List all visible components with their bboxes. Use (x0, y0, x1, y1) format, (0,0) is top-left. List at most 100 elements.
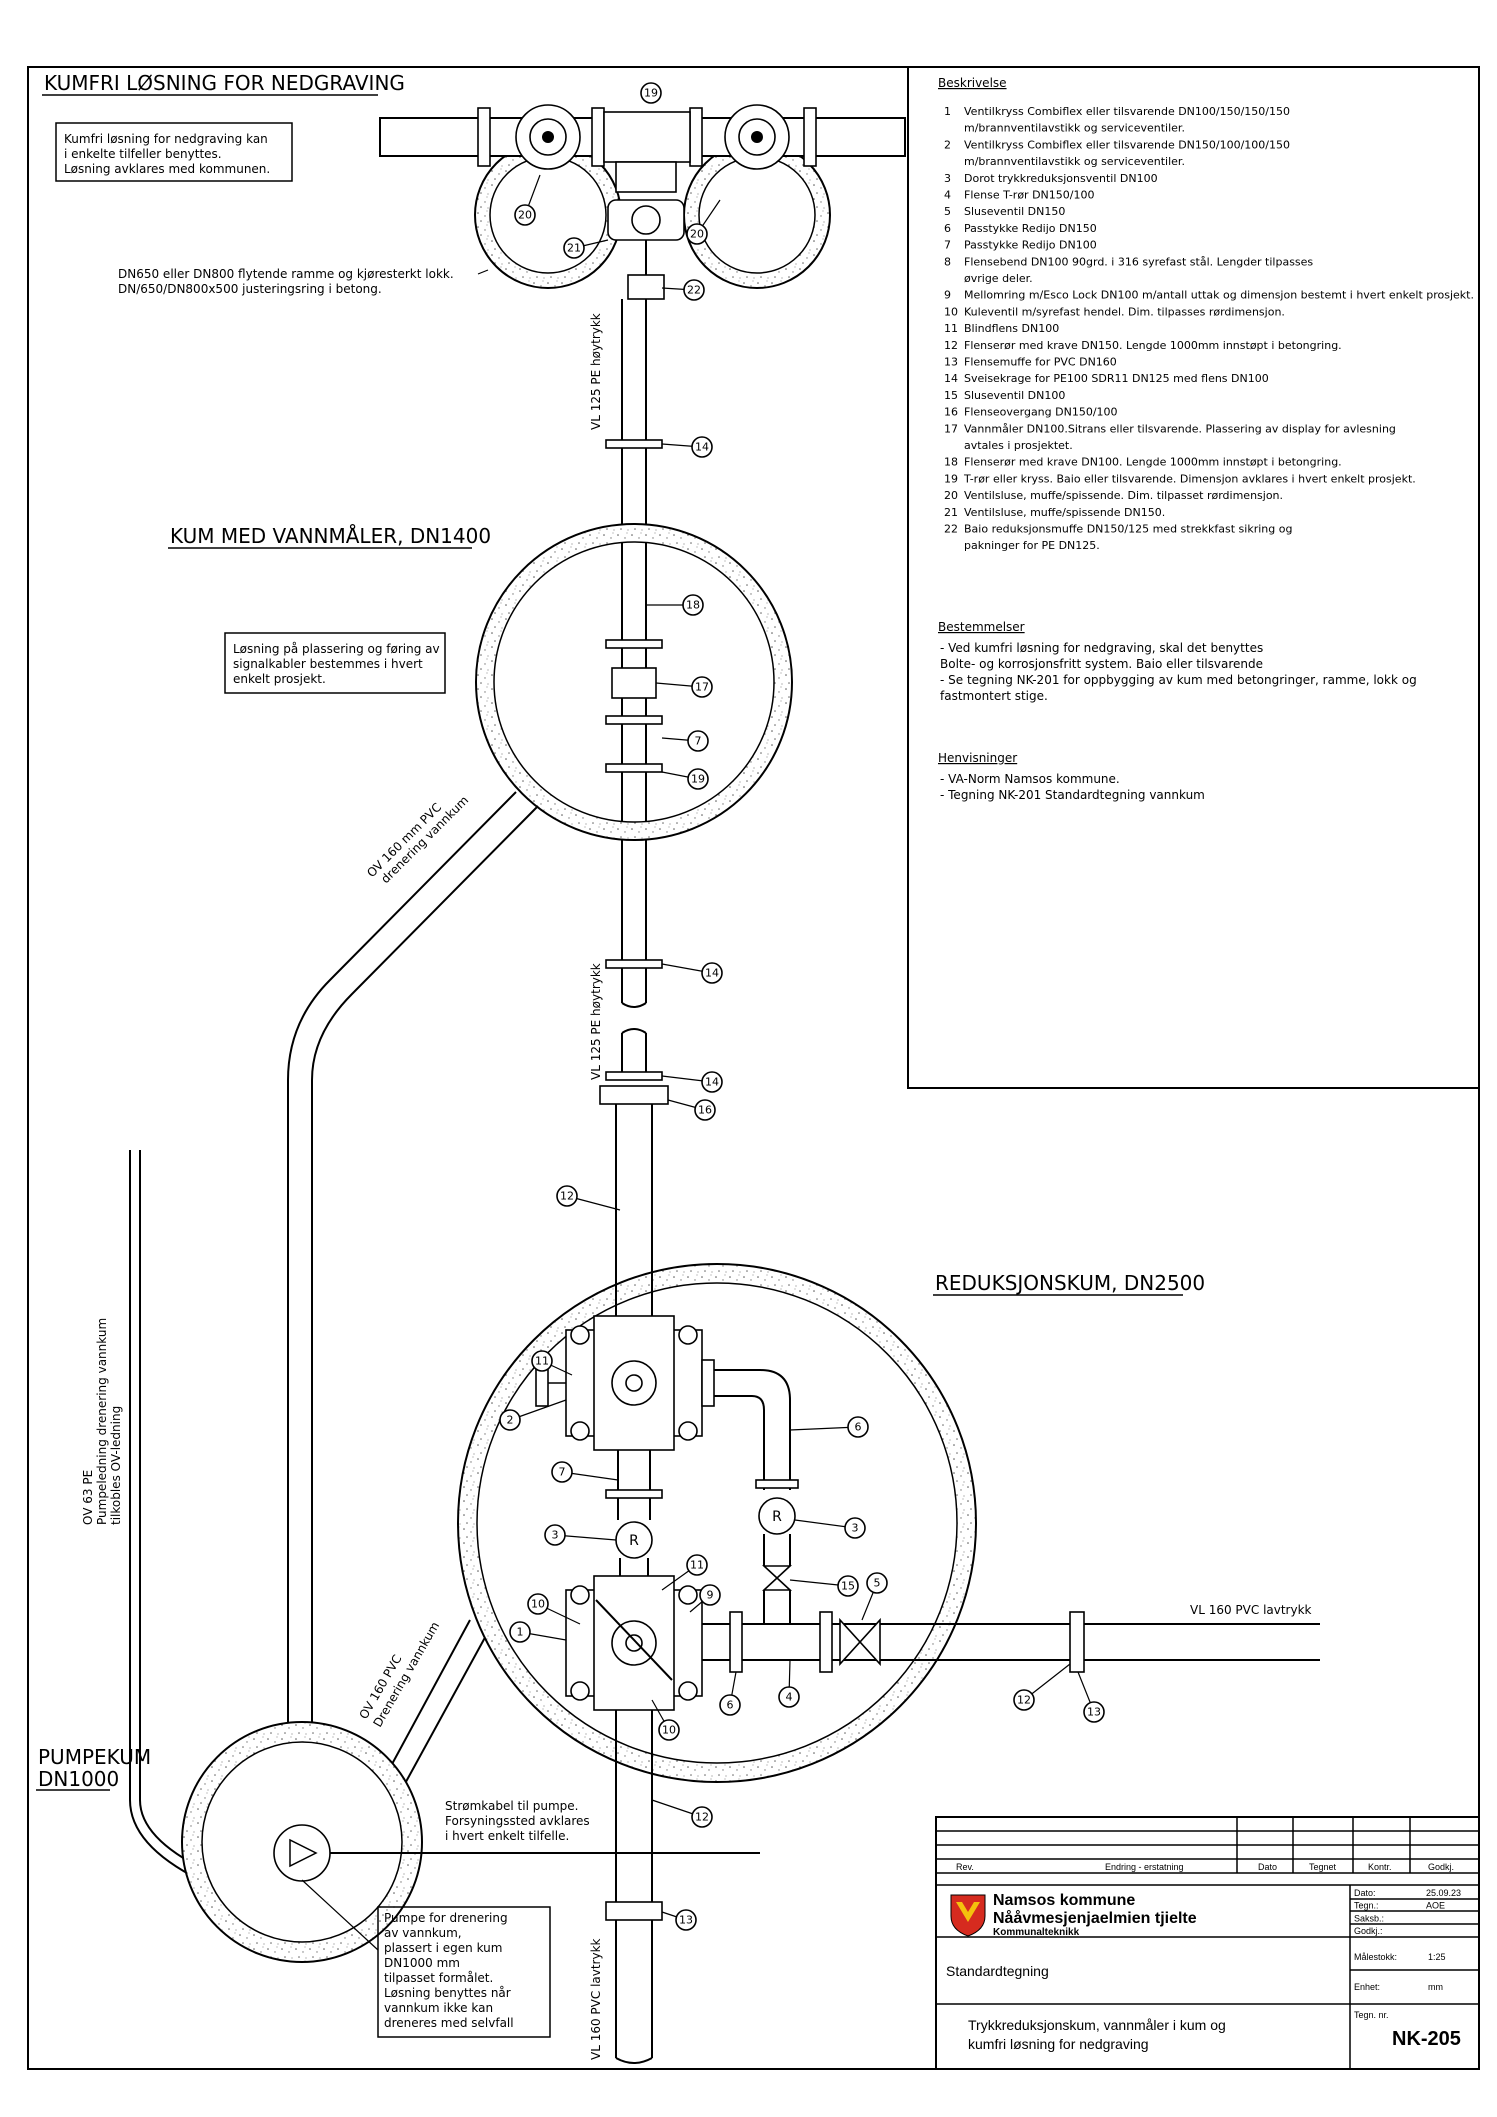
callout-bubble (1083, 1701, 1105, 1723)
henvisninger-list: - VA-Norm Namsos kommune.- Tegning NK-20… (940, 772, 1205, 802)
callout-number: 20 (518, 209, 532, 222)
callout-bubble (719, 1694, 741, 1716)
beskrivelse-item-no: 14 (944, 372, 958, 385)
pressure-valve-3-right (758, 1497, 796, 1535)
drawing-no: NK-205 (1392, 2028, 1461, 2050)
beskrivelse-item-text: Sveisekrage for PE100 SDR11 DN125 med fl… (964, 372, 1269, 385)
callout-number: 19 (691, 773, 705, 786)
water-meter-17 (611, 667, 657, 699)
beskrivelse-item-text: m/brannventilavstikk og serviceventiler. (964, 155, 1185, 168)
beskrivelse-item-no: 8 (944, 255, 951, 268)
callout-number: 7 (559, 1466, 566, 1479)
henvisninger-line: - VA-Norm Namsos kommune. (940, 772, 1120, 786)
beskrivelse-item-no: 1 (944, 105, 951, 118)
beskrivelse-item-text: Flenserør med krave DN150. Lengde 1000mm… (964, 339, 1342, 352)
pumpe-note-line: Løsning benyttes når (384, 1986, 511, 2000)
callout-number: 6 (855, 1421, 862, 1434)
kumfri-note-line-3: Løsning avklares med kommunen. (64, 162, 270, 176)
kum-vannmaler: KUM MED VANNMÅLER, DN1400 Løsning på pla… (168, 523, 793, 841)
stromkabel-line-1: Strømkabel til pumpe. (445, 1799, 578, 1813)
callout-bubble (640, 82, 662, 104)
valve-20-left-body (477, 107, 491, 167)
beskrivelse-item-no: 21 (944, 506, 958, 519)
tb-field-label: Tegn.: (1354, 1901, 1379, 1911)
callout-number: 15 (841, 1580, 855, 1593)
callout-bubble (691, 436, 713, 458)
beskrivelse-item-text: Passtykke Redijo DN150 (964, 222, 1097, 235)
kumfri-note-line-1: Kumfri løsning for nedgraving kan (64, 132, 268, 146)
rev-header-tegnet: Tegnet (1309, 1862, 1337, 1872)
beskrivelse-item-no: 4 (944, 189, 951, 202)
callout-bubble (658, 1719, 680, 1741)
org-dept: Kommunalteknikk (993, 1927, 1080, 1938)
beskrivelse-item-no: 15 (944, 389, 958, 402)
svg-text:R: R (772, 1509, 782, 1525)
beskrivelse-item-text: Blindflens DN100 (964, 322, 1059, 335)
callout-number: 22 (687, 284, 701, 297)
namsos-logo (950, 1894, 986, 1937)
callout-bubble (551, 1461, 573, 1483)
callout-bubble (691, 676, 713, 698)
reduksjonskum: REDUKSJONSKUM, DN2500 R R (457, 1263, 1320, 1783)
callout-bubble (509, 1621, 531, 1643)
beskrivelse-item-no: 17 (944, 422, 958, 435)
title-block: Rev. Endring - erstatning Dato Tegnet Ko… (935, 1816, 1480, 2070)
callout-bubble (1013, 1689, 1035, 1711)
signal-note-line-2: signalkabler bestemmes i hvert (233, 657, 423, 671)
callout-number: 7 (695, 735, 702, 748)
callout-bubble (691, 1806, 713, 1828)
signal-note-line-3: enkelt prosjekt. (233, 672, 326, 686)
callout-bubble (686, 223, 708, 245)
bestemmelser-heading: Bestemmelser (938, 620, 1025, 634)
henvisninger-heading: Henvisninger (938, 751, 1017, 765)
beskrivelse-item-text: Kuleventil m/syrefast hendel. Dim. tilpa… (964, 305, 1285, 318)
vl125-mid-label: VL 125 PE høytrykk (589, 963, 603, 1080)
tb-field-label: Dato: (1354, 1888, 1376, 1898)
drawing-no-label: Tegn. nr. (1354, 2010, 1389, 2020)
bestemmelser-line: - Se tegning NK-201 for oppbygging av ku… (940, 673, 1417, 687)
gate-valve-5 (839, 1617, 881, 1667)
ramme-note-line-1: DN650 eller DN800 flytende ramme og kjør… (118, 267, 454, 281)
beskrivelse-item-text: Sluseventil DN150 (964, 205, 1065, 218)
beskrivelse-item-text: Flenserør med krave DN100. Lengde 1000mm… (964, 456, 1342, 469)
beskrivelse-item-text: pakninger for PE DN125. (964, 539, 1100, 552)
callout-number: 1 (517, 1626, 524, 1639)
pumpe-note-line: tilpasset formålet. (384, 1971, 493, 1985)
beskrivelse-item-no: 19 (944, 472, 958, 485)
pumpe-note-line: Pumpe for drenering (384, 1911, 508, 1925)
callout-bubble (514, 204, 536, 226)
callout-number: 14 (705, 1076, 719, 1089)
callout-bubble (837, 1575, 859, 1597)
bestemmelser-list: - Ved kumfri løsning for nedgraving, ska… (940, 641, 1417, 703)
callout-number: 21 (567, 242, 581, 255)
beskrivelse-item-text: Ventilkryss Combiflex eller tilsvarende … (964, 105, 1290, 118)
ov63-label-2: Pumpeledning drenering vannkum (95, 1318, 109, 1525)
callout-number: 13 (679, 1914, 693, 1927)
ov63-label-3: tilkobles OV-ledning (109, 1406, 123, 1525)
callout-number: 6 (727, 1699, 734, 1712)
pumpe-note-line: dreneres med selvfall (384, 2016, 514, 2030)
notes-panel-frame (907, 66, 1480, 1089)
tb-field-label: Godkj.: (1354, 1926, 1383, 1936)
callout-bubble (563, 237, 585, 259)
standard-label: Standardtegning (946, 1963, 1049, 1979)
scale-value: 1:25 (1428, 1952, 1446, 1962)
flange-14-b (605, 959, 663, 969)
beskrivelse-item-text: Flenseovergang DN150/100 (964, 406, 1118, 419)
kumfri-title: KUMFRI LØSNING FOR NEDGRAVING (44, 71, 405, 95)
callout-number: 17 (695, 681, 709, 694)
flange-14-c (605, 1071, 663, 1081)
callout-bubble (701, 1071, 723, 1093)
callout-number: 20 (690, 228, 704, 241)
callout-number: 3 (852, 1522, 859, 1535)
callout-number: 5 (874, 1577, 881, 1590)
beskrivelse-item-no: 3 (944, 172, 951, 185)
callout-bubble (847, 1416, 869, 1438)
callout-bubble (683, 279, 705, 301)
rev-header-rev: Rev. (956, 1862, 974, 1872)
ov63-label-1: OV 63 PE (81, 1470, 95, 1525)
beskrivelse-item-text: Ventilkryss Combiflex eller tilsvarende … (964, 138, 1290, 151)
beskrivelse-item-text: m/brannventilavstikk og serviceventiler. (964, 122, 1185, 135)
